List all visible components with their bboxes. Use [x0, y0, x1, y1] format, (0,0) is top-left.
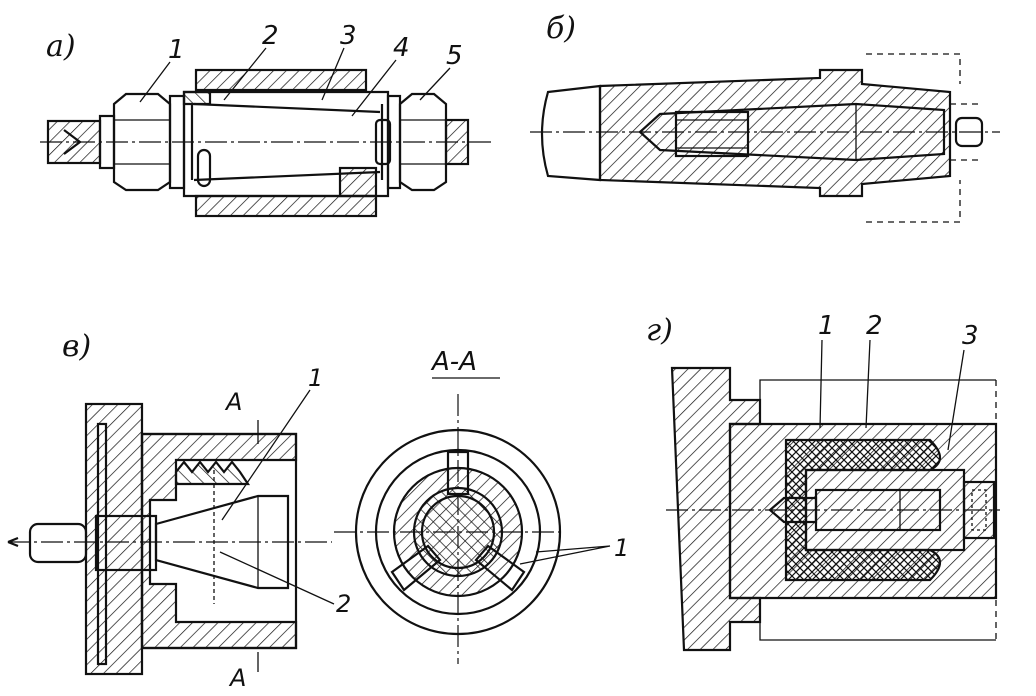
taper-shank [540, 84, 602, 182]
nut-5 [398, 92, 448, 192]
panel-g-callout-1: 1 [818, 311, 835, 341]
panel-v: в) А А 1 2 [7, 329, 351, 692]
panel-v-callout-1: 1 [308, 364, 323, 392]
panel-g-callout-2: 2 [866, 311, 883, 341]
panel-a: а) 1 2 3 4 5 [40, 21, 492, 218]
faceplate [84, 402, 144, 676]
panel-v-callout-2: 2 [336, 590, 351, 618]
section-aa: А-А 1 [334, 347, 629, 664]
panel-a-callout-5: 5 [446, 41, 463, 71]
panel-g-letter: г) [646, 313, 673, 348]
panel-a-letter: а) [46, 29, 76, 64]
panel-a-callout-2: 2 [262, 21, 279, 51]
collet-3 [182, 90, 390, 198]
panel-g: г) 1 2 3 [646, 311, 1000, 652]
adapter-body [598, 68, 952, 198]
section-callout-1: 1 [614, 534, 629, 562]
sleeve-2-bottom [194, 194, 378, 218]
sleeve-2-top [194, 68, 368, 92]
panel-b: б) [530, 11, 1000, 223]
panel-b-letter: б) [546, 11, 576, 46]
section-title: А-А [430, 347, 477, 377]
panel-a-callout-4: 4 [393, 33, 410, 63]
section-mark-top: А [224, 388, 242, 416]
panel-g-callout-3: 3 [962, 321, 979, 351]
section-mark-bottom: А [228, 664, 246, 692]
panel-a-callout-1: 1 [168, 35, 185, 65]
panel-v-letter: в) [62, 329, 91, 364]
panel-a-callout-3: 3 [340, 21, 357, 51]
left-shank [46, 119, 102, 165]
